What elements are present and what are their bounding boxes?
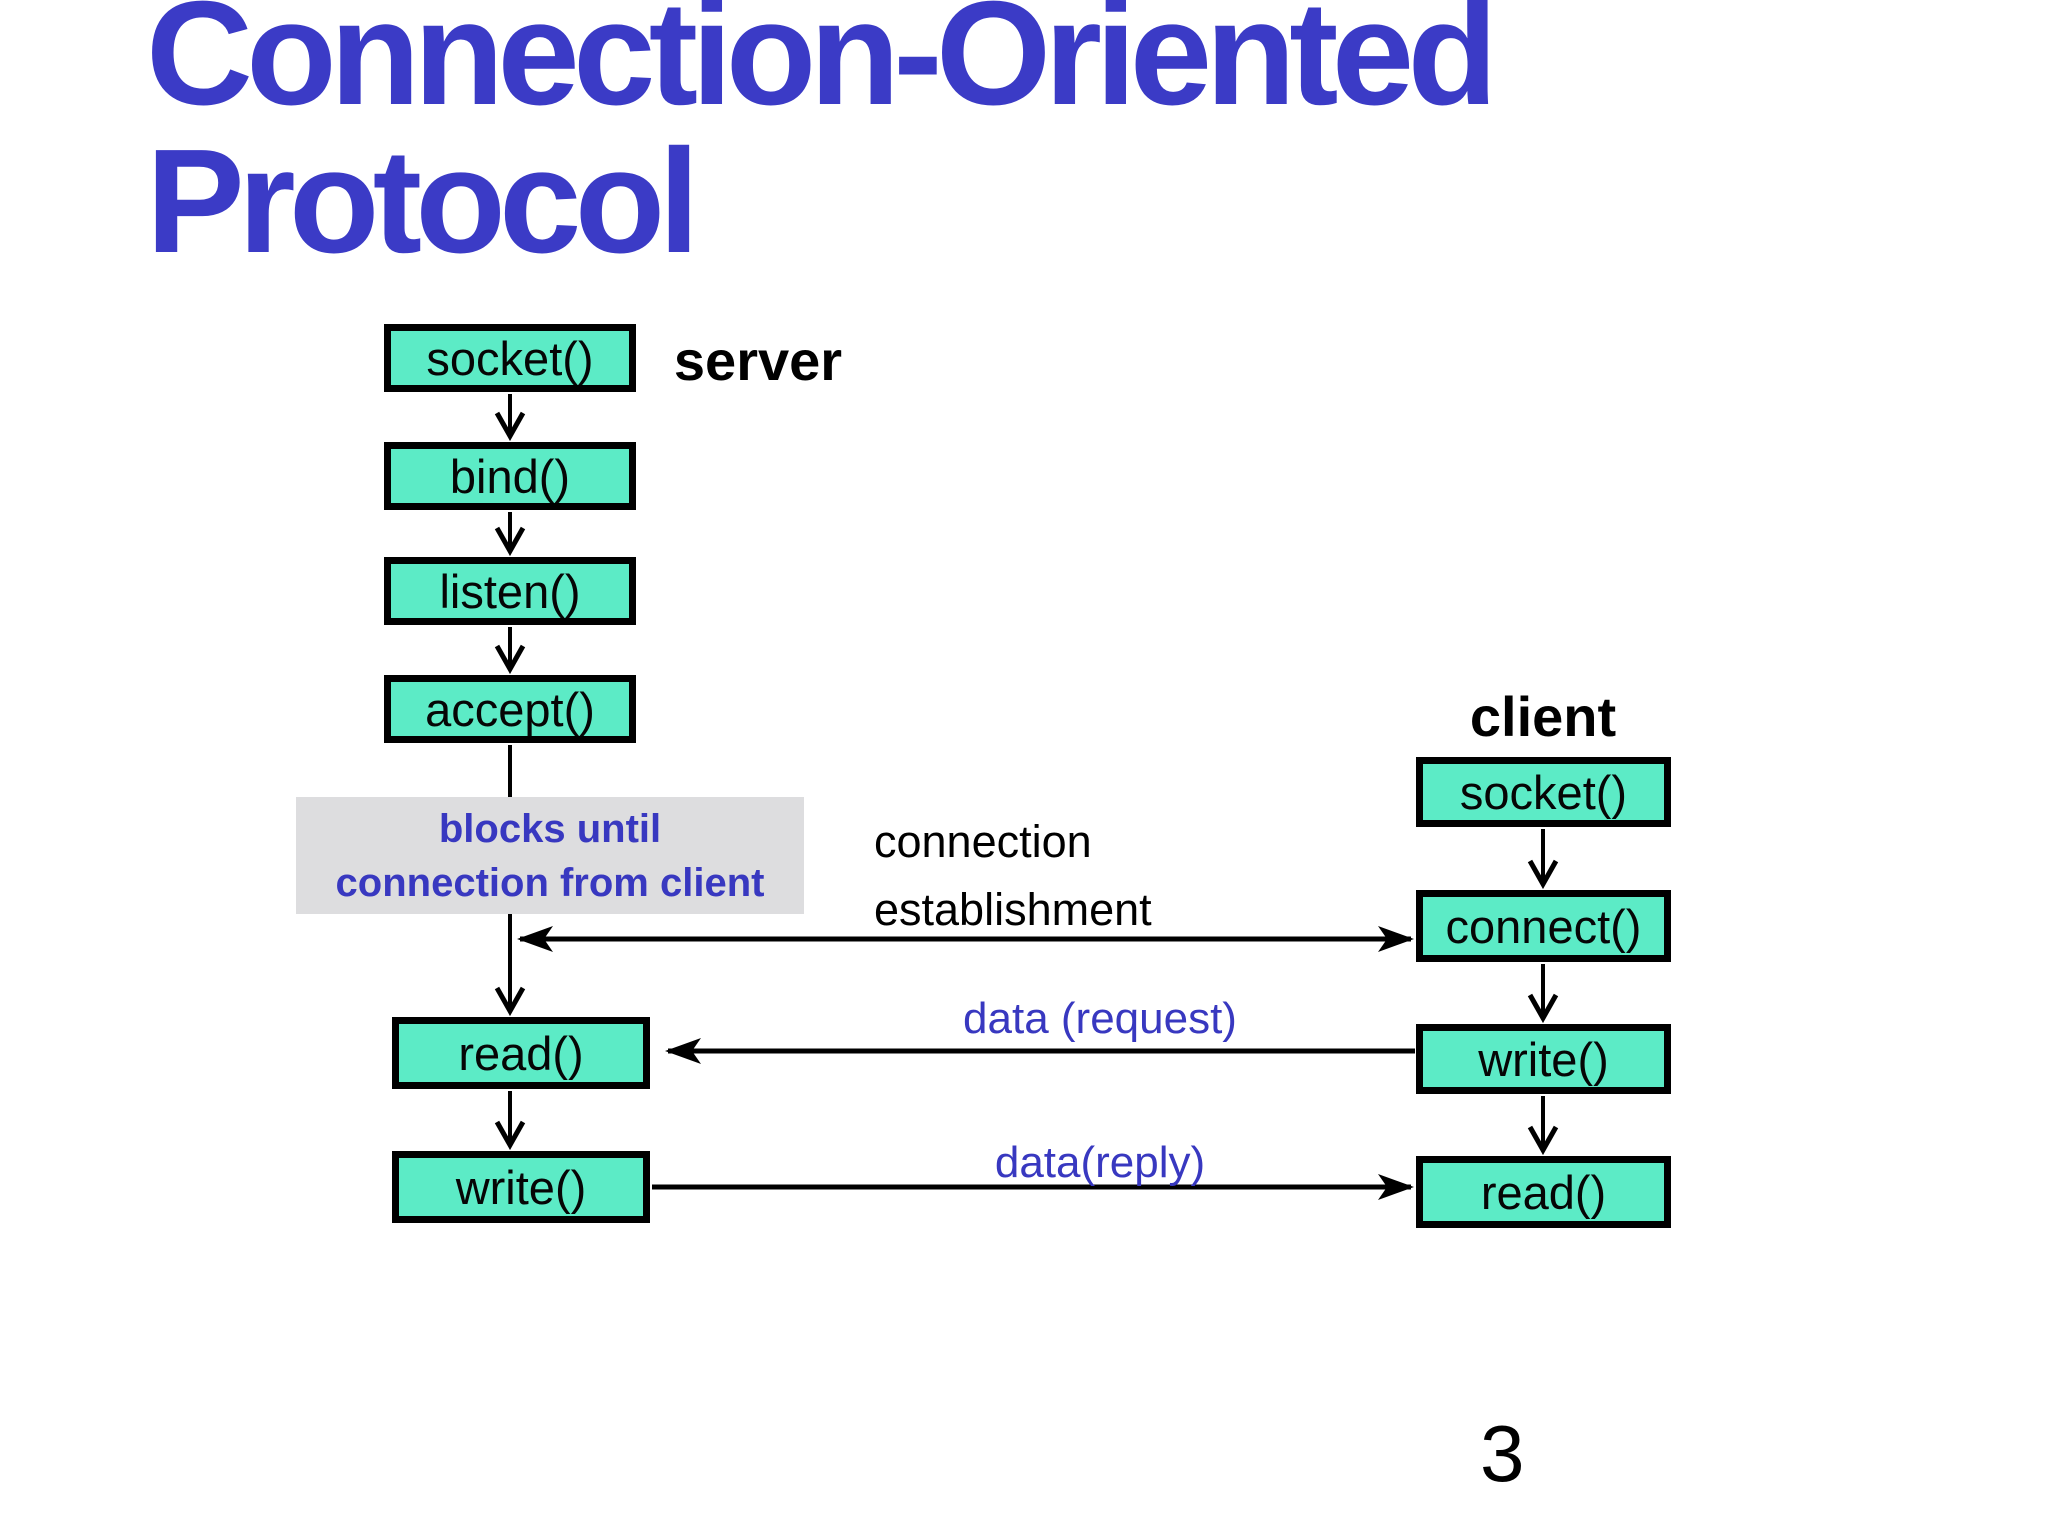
client-step-write-label: write() [1478, 1032, 1609, 1086]
client-step-socket-label: socket() [1459, 765, 1628, 819]
blocks-note-line-2: connection from client [335, 860, 765, 905]
server-step-read: read() [392, 1017, 650, 1089]
client-step-socket: socket() [1416, 757, 1671, 827]
data-request-label: data (request) [963, 994, 1237, 1043]
client-step-connect-label: connect() [1445, 899, 1642, 953]
blocks-note: blocks until connection from client [296, 797, 804, 914]
server-column-label: server [673, 329, 843, 392]
server-step-accept: accept() [384, 675, 636, 743]
server-step-read-label: read() [458, 1026, 584, 1080]
server-step-listen: listen() [384, 557, 636, 625]
page-title-line-2: Protocol [146, 119, 700, 284]
server-step-socket-label: socket() [426, 331, 594, 385]
connection-establishment-label: connection establishment [874, 808, 1152, 943]
client-step-write: write() [1416, 1024, 1671, 1094]
server-step-write: write() [392, 1151, 650, 1223]
client-step-read-label: read() [1480, 1165, 1607, 1219]
server-step-write-label: write() [455, 1160, 587, 1214]
client-step-read: read() [1416, 1156, 1671, 1228]
server-step-bind-label: bind() [449, 449, 571, 503]
client-column-label: client [1469, 685, 1617, 748]
page-title: Connection-Oriented Protocol [146, 0, 1498, 284]
server-step-bind: bind() [384, 442, 636, 510]
server-step-socket: socket() [384, 324, 636, 392]
blocks-note-line-1: blocks until [438, 806, 662, 851]
server-step-listen-label: listen() [439, 564, 581, 618]
page-title-line-1: Connection-Oriented [146, 0, 1498, 136]
data-reply-label: data(reply) [994, 1138, 1206, 1187]
server-step-accept-label: accept() [425, 682, 595, 736]
page-number: 3 [1480, 1409, 1525, 1498]
connection-establishment-line-2: establishment [874, 883, 1152, 935]
client-step-connect: connect() [1416, 890, 1671, 962]
connection-establishment-line-1: connection [874, 816, 1092, 867]
